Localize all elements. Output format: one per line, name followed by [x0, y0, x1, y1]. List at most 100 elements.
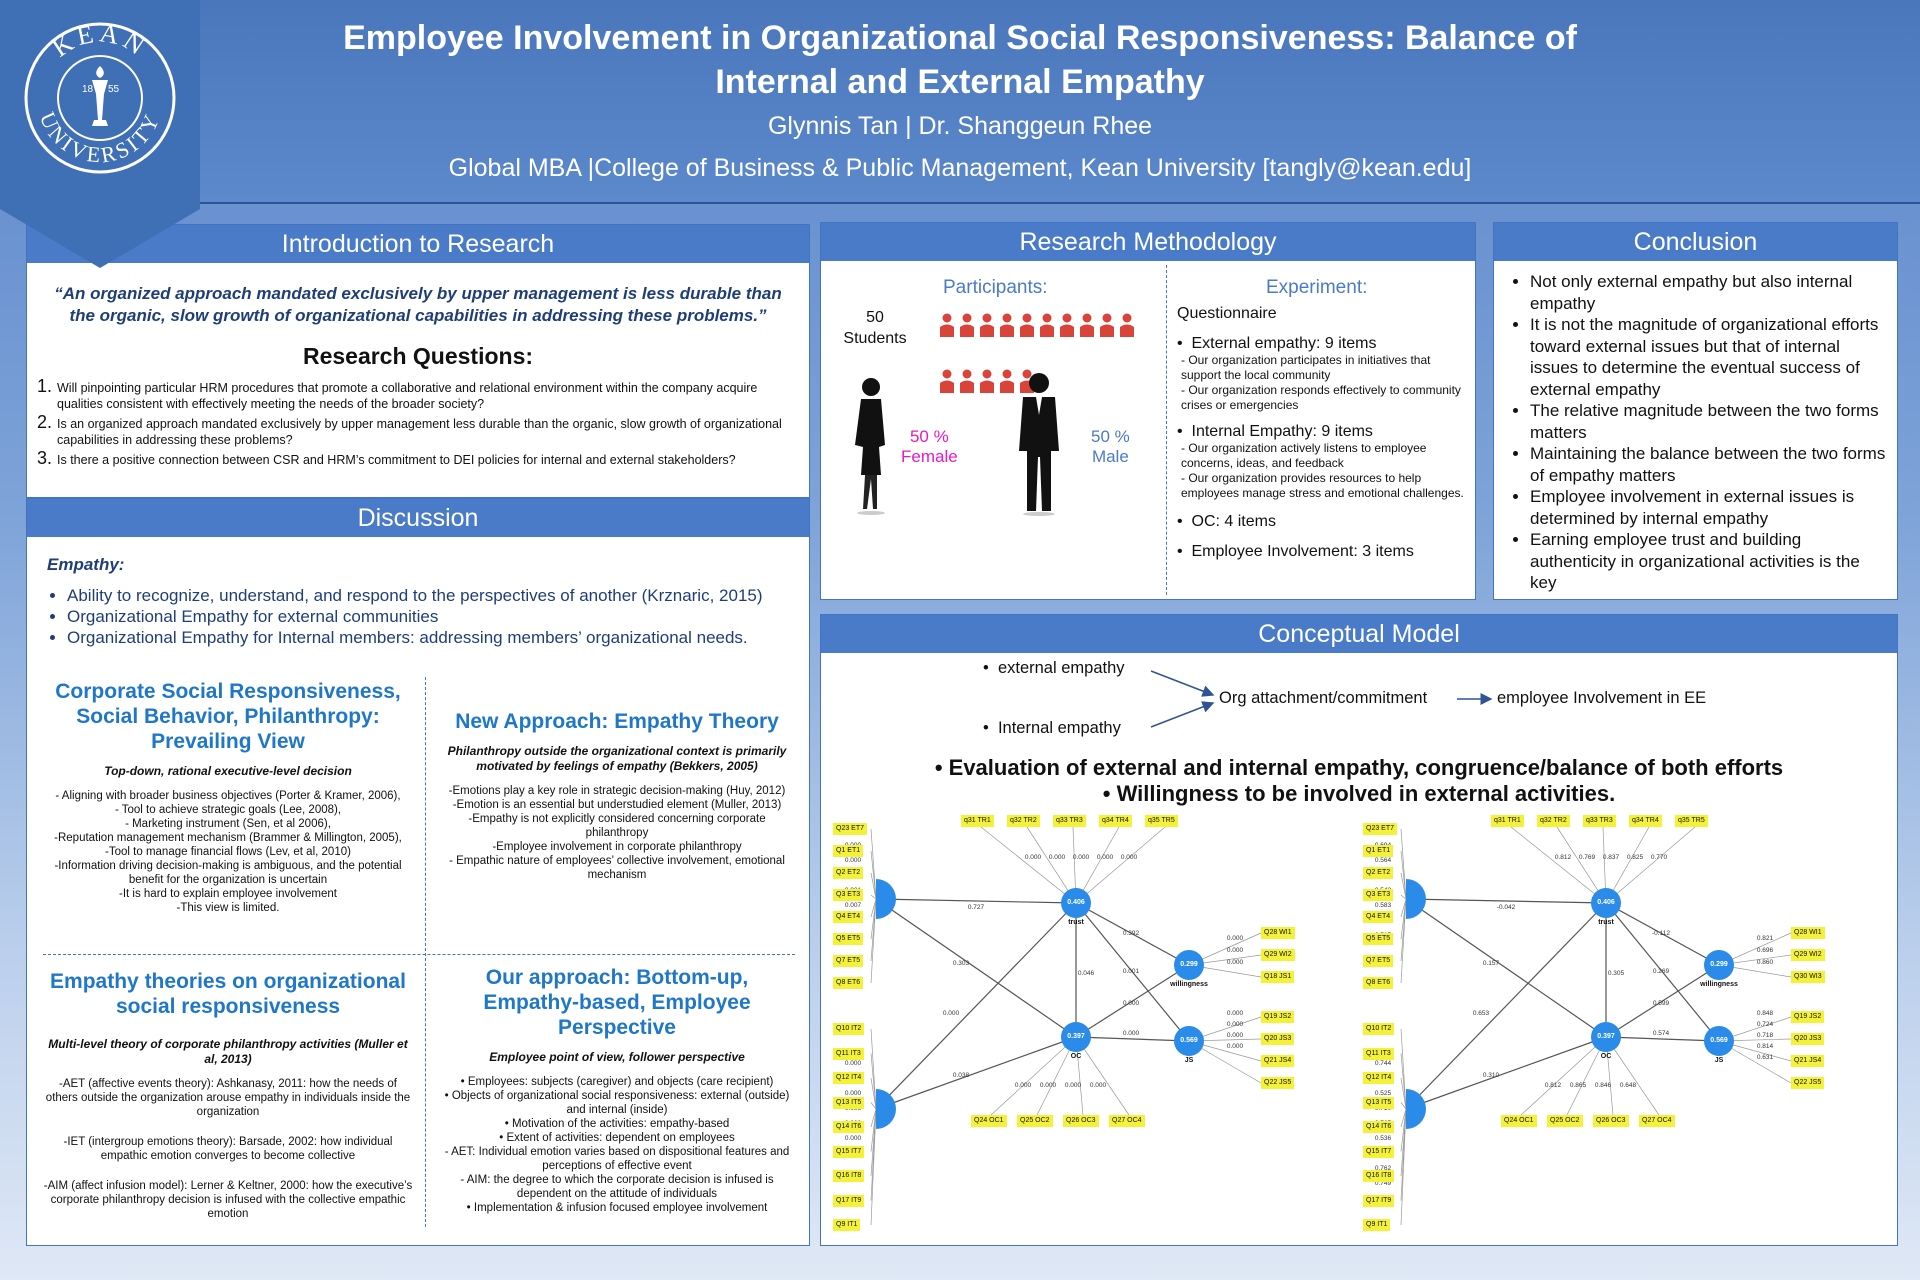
sub-item-text: Our organization participates in initiat… [1181, 353, 1431, 382]
indicator-line [1400, 828, 1407, 900]
text-line: • Motivation of the activities: empathy-… [504, 1118, 730, 1130]
ei-label: Employee Involvement: 3 items [1191, 543, 1414, 560]
indicator-box: Q20 JS3 [1261, 1033, 1295, 1045]
prevailing-view-title: Corporate Social Responsiveness, Social … [55, 680, 401, 753]
indicator-box: q35 TR5 [1145, 815, 1178, 827]
empathy-point: Organizational Empathy for Internal memb… [67, 627, 809, 648]
indicator-line [1400, 1053, 1407, 1110]
path-arrow [1405, 1036, 1607, 1110]
path-coefficient: 0.038 [953, 1072, 970, 1079]
willingness-node-label: willingness [1700, 981, 1738, 988]
text-line: -Reputation management mechanism (Bramme… [54, 832, 402, 844]
loading-label: 0.000 [1040, 1082, 1057, 1089]
indicator-line [1605, 1036, 1660, 1116]
loading-label: 0.724 [1757, 1021, 1774, 1028]
loading-label: 0.696 [1757, 947, 1774, 954]
indicator-line [870, 1108, 877, 1226]
indicator-box: Q28 WI1 [1261, 927, 1295, 939]
indicator-line [870, 828, 877, 900]
path-arrow [1405, 902, 1607, 1110]
indicator-line [870, 1053, 877, 1110]
loading-label: 0.812 [1555, 854, 1572, 861]
loading-label: 0.749 [1375, 1180, 1392, 1187]
indicator-box: Q3 ET3 [1363, 889, 1394, 901]
research-question: Will pinpointing particular HRM procedur… [57, 378, 799, 412]
text-line: -This view is limited. [176, 902, 280, 914]
text-line: - AIM: the degree to which the corporate… [460, 1174, 774, 1200]
indicator-box: Q14 IT6 [833, 1121, 865, 1133]
student-icon [960, 380, 974, 393]
empathy-point: Organizational Empathy for external comm… [67, 606, 809, 627]
loading-label: 0.718 [1757, 1032, 1774, 1039]
text-line: - Tool to achieve strategic goals (Lee, … [114, 804, 342, 816]
student-icon [940, 324, 954, 337]
indicator-box: Q16 IT8 [833, 1170, 865, 1182]
conceptual-model-title: Conceptual Model [821, 615, 1897, 653]
path-arrow [1075, 902, 1190, 966]
path-coefficient: 0.392 [1123, 930, 1140, 937]
text-line: - Marketing instrument (Sen, et al 2006)… [125, 818, 331, 830]
path-arrow [1605, 1036, 1720, 1042]
kean-university-seal-icon: KEAN UNIVERSITY 18 55 [24, 20, 176, 174]
internal-subitems: - Our organization actively listens to e… [1177, 441, 1472, 501]
oc-item: • OC: 4 items [1177, 513, 1276, 530]
loading-label: 0.631 [1757, 1054, 1774, 1061]
loading-label: 0.865 [1570, 1082, 1587, 1089]
empathy-theory-title: New Approach: Empathy Theory [455, 710, 779, 733]
students-label: Students [843, 330, 907, 347]
text-line: -Information driving decision-making is … [54, 860, 402, 886]
indicator-line [870, 872, 877, 900]
loading-label: 0.821 [1757, 935, 1774, 942]
methodology-divider [1166, 265, 1167, 595]
indicator-box: q33 TR3 [1053, 815, 1086, 827]
indicator-box: Q16 IT8 [1363, 1170, 1395, 1182]
prevailing-view-subtitle: Top-down, rational executive-level decis… [104, 764, 352, 778]
text-line: - Empathic nature of employees’ collecti… [449, 855, 785, 881]
loading-label: 0.648 [1620, 1082, 1637, 1089]
path-coefficient: -0.112 [1652, 930, 1670, 937]
loading-label: 0.812 [1545, 1082, 1562, 1089]
evaluation-line-1: • Evaluation of external and internal em… [934, 755, 1784, 780]
empathy-theory-subtitle: Philanthropy outside the organizational … [447, 744, 787, 773]
text-line: - Aligning with broader business objecti… [55, 790, 401, 802]
text-line: • Employees: subjects (caregiver) and ob… [460, 1076, 774, 1088]
indicator-box: Q2 ET2 [1363, 867, 1394, 879]
indicator-box: Q15 IT7 [1363, 1145, 1395, 1158]
indicator-box: Q27 OC4 [1109, 1115, 1145, 1127]
model-internal-label: Internal empathy [997, 719, 1121, 737]
student-icon [960, 324, 974, 337]
student-icon [1002, 369, 1012, 379]
indicator-line [1400, 898, 1407, 984]
loading-label: 0.000 [1227, 947, 1244, 954]
indicator-box: Q5 ET5 [1363, 933, 1394, 945]
loading-label: 0.770 [1651, 854, 1668, 861]
indicator-box: q35 TR5 [1675, 815, 1708, 827]
indicator-box: Q8 ET6 [1363, 977, 1394, 989]
experiment-label: Experiment: [1266, 277, 1368, 298]
indicator-box: q33 TR3 [1583, 815, 1616, 827]
path-coefficient: -0.042 [1497, 904, 1516, 911]
indicator-line [990, 1036, 1077, 1116]
sub-item-text: Our organization provides resources to h… [1181, 471, 1464, 500]
title-line-2: Internal and External Empathy [715, 63, 1205, 101]
loading-label: 0.583 [1375, 902, 1392, 909]
participants-label: Participants: [943, 277, 1048, 298]
empathy-heading: Empathy: [47, 555, 125, 574]
methodology-title: Research Methodology [821, 223, 1475, 261]
student-icon [1022, 369, 1032, 379]
path-model-left: 0.0000.0000.0270.0010.0070.0270.0000.000… [831, 815, 1351, 1235]
student-icon [1040, 324, 1054, 337]
indicator-box: Q26 OC3 [1593, 1115, 1629, 1127]
external-subitems: - Our organization participates in initi… [1177, 353, 1472, 413]
path-coefficient: 0.310 [1483, 1072, 1500, 1079]
conclusion-point: Not only external empathy but also inter… [1530, 271, 1887, 314]
student-icon [1002, 313, 1012, 323]
indicator-box: Q29 WI2 [1261, 949, 1295, 961]
loading-label: 0.000 [845, 1135, 862, 1142]
empathy-points: Ability to recognize, understand, and re… [47, 585, 809, 648]
indicator-box: Q30 WI3 [1791, 971, 1825, 983]
evaluation-line-2: • Willingness to be involved in external… [1102, 781, 1616, 806]
our-approach-title: Our approach: Bottom-up, Empathy-based, … [483, 966, 751, 1039]
indicator-line [1400, 1108, 1407, 1128]
text-line: -Emotions play a key role in strategic d… [448, 785, 786, 797]
